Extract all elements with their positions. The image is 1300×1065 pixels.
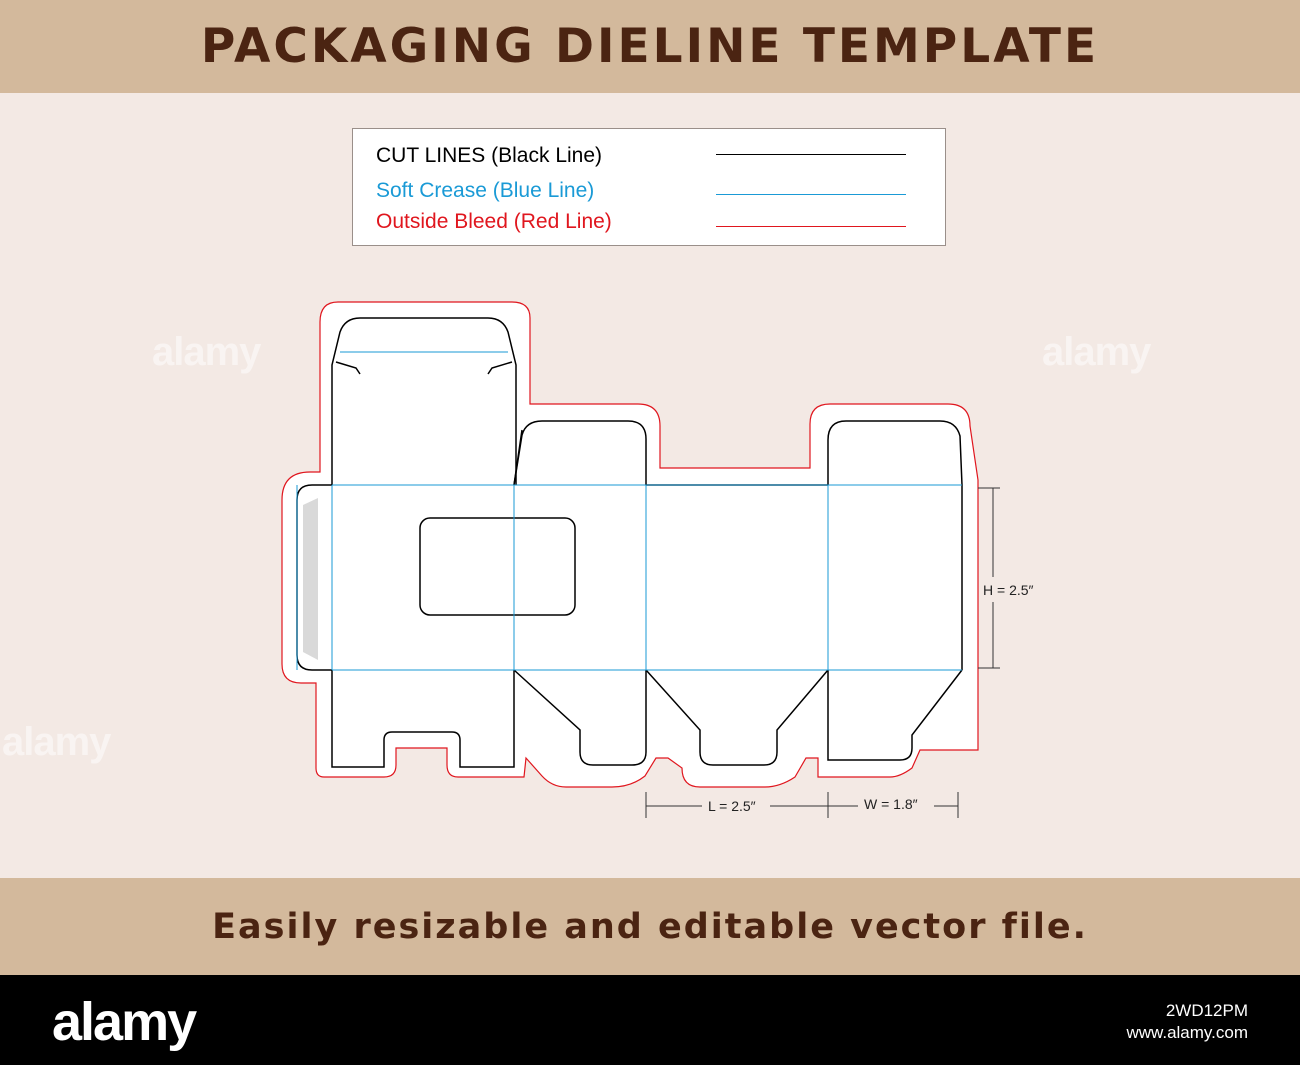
- page-title: PACKAGING DIELINE TEMPLATE: [200, 19, 1100, 74]
- legend-cut-label: CUT LINES (Black Line): [376, 144, 603, 167]
- line-legend: CUT LINES (Black Line) Soft Crease (Blue…: [352, 128, 946, 246]
- legend-cut-swatch: [716, 154, 906, 155]
- glue-strip: [303, 498, 318, 660]
- tagline: Easily resizable and editable vector fil…: [212, 906, 1088, 947]
- height-dimension-label: H = 2.5″: [983, 582, 1034, 598]
- watermark-footer: [0, 975, 1300, 1065]
- site-url: www.alamy.com: [1126, 1023, 1248, 1042]
- cut-lines: [296, 317, 963, 768]
- watermark-text: alamy: [1042, 330, 1151, 374]
- legend-bleed-swatch: [716, 226, 906, 227]
- bleed-outline: [281, 301, 979, 788]
- svg-text:alamy: alamy: [52, 996, 197, 1051]
- dimension-lines: [645, 487, 1000, 818]
- crease-lines: [296, 351, 962, 671]
- image-id: 2WD12PM: [1165, 1001, 1248, 1020]
- alamy-logo: alamy: [52, 996, 199, 1051]
- length-dimension-label: L = 2.5″: [708, 798, 756, 814]
- header-band: PACKAGING DIELINE TEMPLATE: [0, 0, 1300, 93]
- watermark-text: alamy: [2, 720, 111, 764]
- legend-bleed-label: Outside Bleed (Red Line): [376, 210, 612, 233]
- watermark-text: alamy: [152, 330, 261, 374]
- legend-crease-swatch: [716, 194, 906, 195]
- width-dimension-label: W = 1.8″: [864, 796, 918, 812]
- footer-band: Easily resizable and editable vector fil…: [0, 878, 1300, 975]
- legend-crease-label: Soft Crease (Blue Line): [376, 179, 595, 202]
- stock-image-id: 2WD12PM www.alamy.com: [1126, 1000, 1248, 1044]
